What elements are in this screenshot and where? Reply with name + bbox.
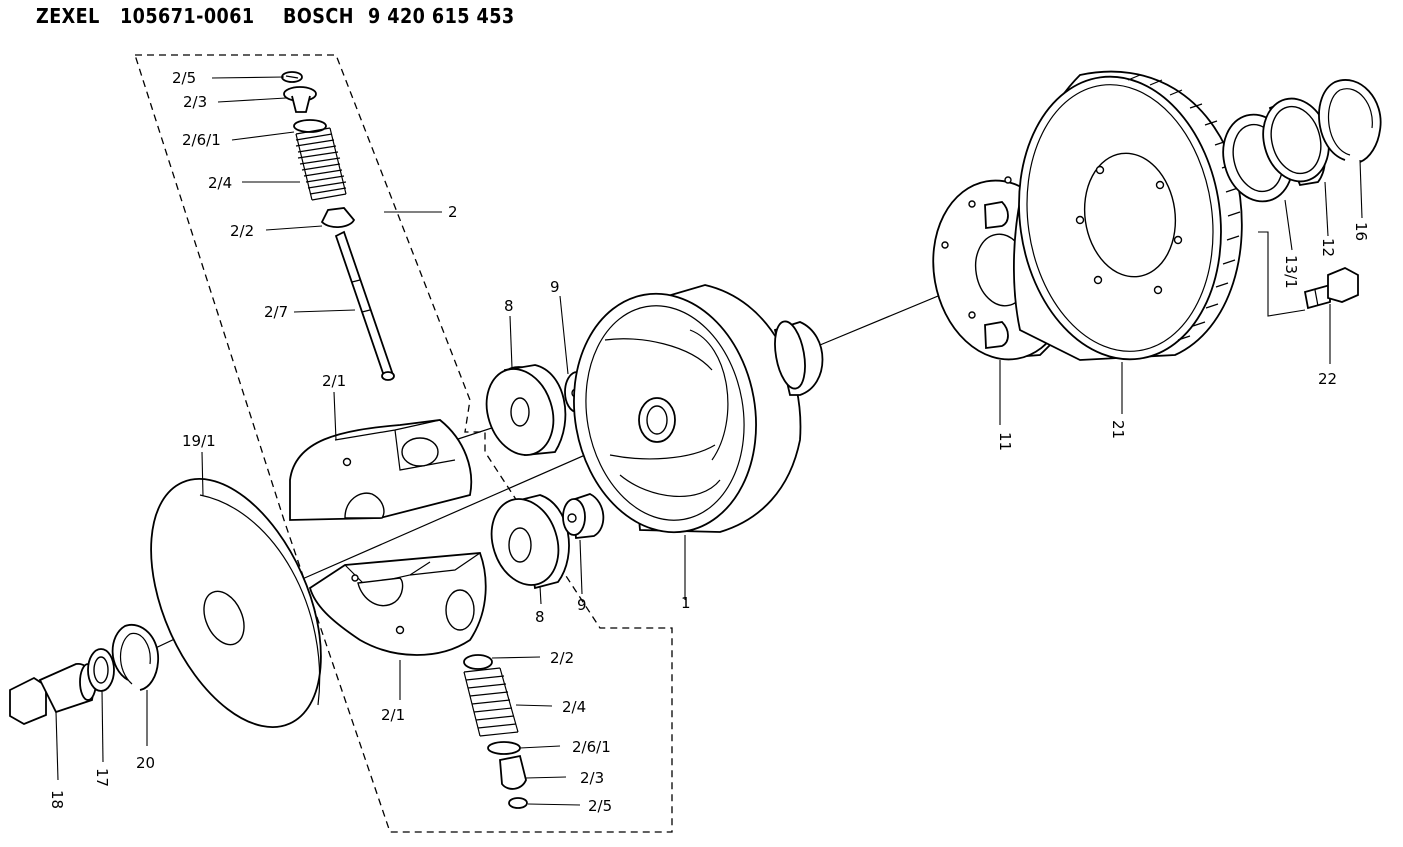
callout-2-3-bottom: 2/3 xyxy=(580,769,604,787)
callout-2-2-top: 2/2 xyxy=(230,222,254,240)
part-20-snap-ring xyxy=(111,623,159,691)
callout-9-bottom: 9 xyxy=(577,596,587,614)
part-12-ring xyxy=(1262,97,1330,187)
part-9-bush-lower xyxy=(562,493,605,539)
callout-9-top: 9 xyxy=(550,278,560,296)
part-21-gear xyxy=(1013,70,1243,361)
callout-2-7: 2/7 xyxy=(264,303,288,321)
part-2-6-1-washer-bottom xyxy=(487,741,521,755)
part-2-1-flyweight-upper xyxy=(289,419,473,521)
part-16-circlip xyxy=(1318,79,1382,163)
callout-2-1-bottom: 2/1 xyxy=(381,706,405,724)
part-2-5-clip-bottom xyxy=(508,797,528,809)
callout-22: 22 xyxy=(1318,370,1337,388)
part-2-3-seat-top xyxy=(283,86,317,113)
part-2-1-flyweight-lower xyxy=(308,552,487,656)
callout-16: 16 xyxy=(1352,222,1370,241)
callout-17: 17 xyxy=(93,768,111,787)
callout-2-5-top: 2/5 xyxy=(172,69,196,87)
callout-2-2-bottom: 2/2 xyxy=(550,649,574,667)
callout-12: 12 xyxy=(1319,238,1337,257)
part-2-5-clip-top xyxy=(281,71,303,83)
part-2-2-cup-bottom xyxy=(463,654,493,670)
callout-8-top: 8 xyxy=(504,297,514,315)
part-2-7-pin xyxy=(334,230,395,381)
brand-bosch: BOSCH xyxy=(283,4,354,28)
zexel-part-number: 105671-0061 xyxy=(120,4,255,28)
callout-13-1: 13/1 xyxy=(1282,255,1300,289)
part-17-ring xyxy=(87,648,115,692)
part-22-bolt xyxy=(1303,267,1359,310)
callout-2: 2 xyxy=(448,203,458,221)
callout-2-3-top: 2/3 xyxy=(183,93,207,111)
part-1-drum xyxy=(573,284,824,534)
callout-1: 1 xyxy=(681,594,691,612)
callout-21: 21 xyxy=(1109,420,1127,439)
part-2-2-cup-top xyxy=(320,207,356,228)
callout-labels: 2/5 2/3 2/6/1 2/4 2 2/2 2/7 2/1 19/1 8 9… xyxy=(48,69,1370,815)
callout-11: 11 xyxy=(996,432,1014,451)
callout-2-5-bottom: 2/5 xyxy=(588,797,612,815)
bosch-part-number: 9 420 615 453 xyxy=(368,4,515,28)
callout-8-bottom: 8 xyxy=(535,608,545,626)
callout-2-1-top: 2/1 xyxy=(322,372,346,390)
part-8-washer-upper xyxy=(485,364,567,456)
callout-2-4-top: 2/4 xyxy=(208,174,232,192)
part-8-washer-lower xyxy=(490,494,570,590)
part-2-4-spring-bottom xyxy=(463,667,519,737)
part-19-1-disc xyxy=(150,478,322,728)
document-header: ZEXEL 105671-0061 BOSCH 9 420 615 453 xyxy=(0,0,1403,34)
callout-2-6-1-top: 2/6/1 xyxy=(182,131,221,149)
part-2-4-spring-top xyxy=(295,127,347,201)
part-2-6-1-washer-top xyxy=(293,119,327,133)
callout-20: 20 xyxy=(136,754,155,772)
callout-19-1: 19/1 xyxy=(182,432,216,450)
brand-zexel: ZEXEL xyxy=(36,4,100,28)
leader-lines xyxy=(55,76,1363,806)
callout-18: 18 xyxy=(48,790,66,809)
bolt-axis-line xyxy=(1258,231,1306,317)
callout-2-6-1-bottom: 2/6/1 xyxy=(572,738,611,756)
part-18-sleeve xyxy=(9,663,97,725)
callout-2-4-bottom: 2/4 xyxy=(562,698,586,716)
part-2-3-seat-bottom xyxy=(499,754,527,790)
